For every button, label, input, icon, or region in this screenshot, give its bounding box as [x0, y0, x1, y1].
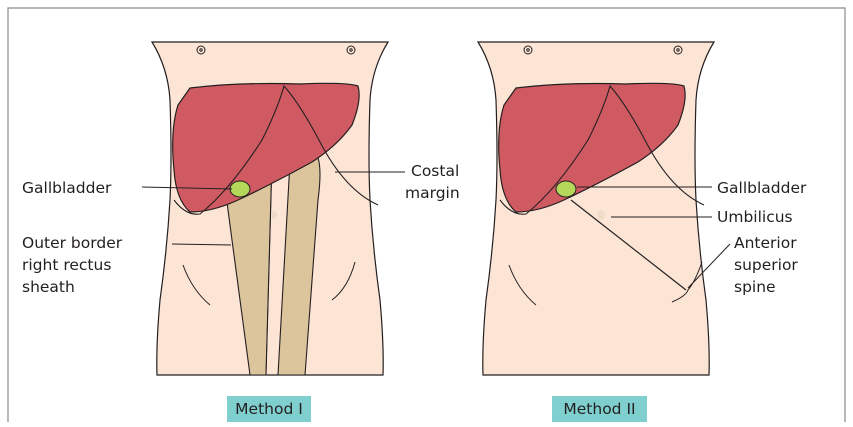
label-costal-2: margin — [405, 184, 460, 202]
label-costal-1: Costal — [411, 162, 459, 180]
label-asis-1: Anterior — [734, 234, 797, 252]
label-outer-border-1: Outer border — [22, 234, 123, 252]
gallbladder-left — [230, 181, 250, 197]
method-ii-caption: Method II — [552, 396, 647, 422]
umbilicus-hint-left — [271, 211, 277, 219]
label-outer-border-3: sheath — [22, 278, 75, 296]
label-gallbladder-left: Gallbladder — [22, 179, 112, 197]
umbilicus-right — [597, 210, 605, 220]
label-umbilicus: Umbilicus — [717, 208, 793, 226]
label-gallbladder-right: Gallbladder — [717, 179, 807, 197]
gallbladder-right — [556, 181, 576, 197]
method-ii-panel — [478, 42, 714, 375]
method-i-caption: Method I — [227, 396, 311, 422]
label-asis-3: spine — [734, 278, 776, 296]
label-outer-border-2: right rectus — [22, 256, 111, 274]
label-asis-2: superior — [734, 256, 798, 274]
method-i-panel — [152, 42, 388, 375]
